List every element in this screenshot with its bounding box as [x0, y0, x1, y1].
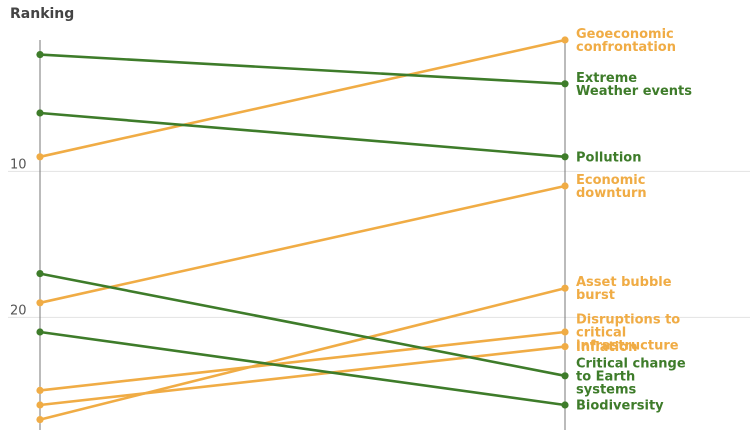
series-line-asset-bubble-burst — [38, 286, 567, 421]
axes — [39, 40, 566, 430]
point-start-critical-change-to-earth-systems — [36, 270, 44, 278]
series-line-biodiversity — [38, 330, 567, 407]
point-end-critical-change-to-earth-systems — [561, 372, 569, 380]
point-end-asset-bubble-burst — [561, 284, 569, 292]
point-start-biodiversity — [36, 328, 44, 336]
point-start-pollution — [36, 109, 44, 117]
y-tick-label: 20 — [10, 303, 27, 318]
point-start-geoeconomic-confrontation — [36, 153, 44, 161]
point-start-economic-downturn — [36, 299, 44, 307]
point-start-disruptions-to-critical-infrastructure — [36, 386, 44, 394]
series-line-critical-change-to-earth-systems — [38, 272, 567, 378]
y-tick-label: 10 — [10, 157, 27, 172]
gridlines: 10 20 — [8, 157, 750, 318]
series-line-inflation — [38, 345, 567, 407]
point-end-pollution — [561, 153, 569, 161]
chart-title: Ranking — [10, 6, 74, 22]
series-line-extreme-weather-events — [38, 53, 567, 86]
point-start-asset-bubble-burst — [36, 416, 44, 424]
point-start-inflation — [36, 401, 44, 409]
point-end-extreme-weather-events — [561, 80, 569, 88]
series-line-disruptions-to-critical-infrastructure — [38, 330, 567, 392]
point-end-biodiversity — [561, 401, 569, 409]
series-line-geoeconomic-confrontation — [38, 38, 567, 159]
point-start-extreme-weather-events — [36, 51, 44, 59]
series-label-biodiversity: Biodiversity — [576, 399, 664, 414]
series-line-economic-downturn — [38, 184, 567, 305]
point-end-inflation — [561, 343, 569, 351]
point-end-geoeconomic-confrontation — [561, 36, 569, 44]
series-label-pollution: Pollution — [576, 150, 641, 165]
series-label-inflation: Inflation — [576, 340, 637, 355]
point-end-economic-downturn — [561, 182, 569, 190]
series-lines — [36, 36, 569, 424]
series-line-pollution — [38, 111, 567, 159]
point-end-disruptions-to-critical-infrastructure — [561, 328, 569, 336]
